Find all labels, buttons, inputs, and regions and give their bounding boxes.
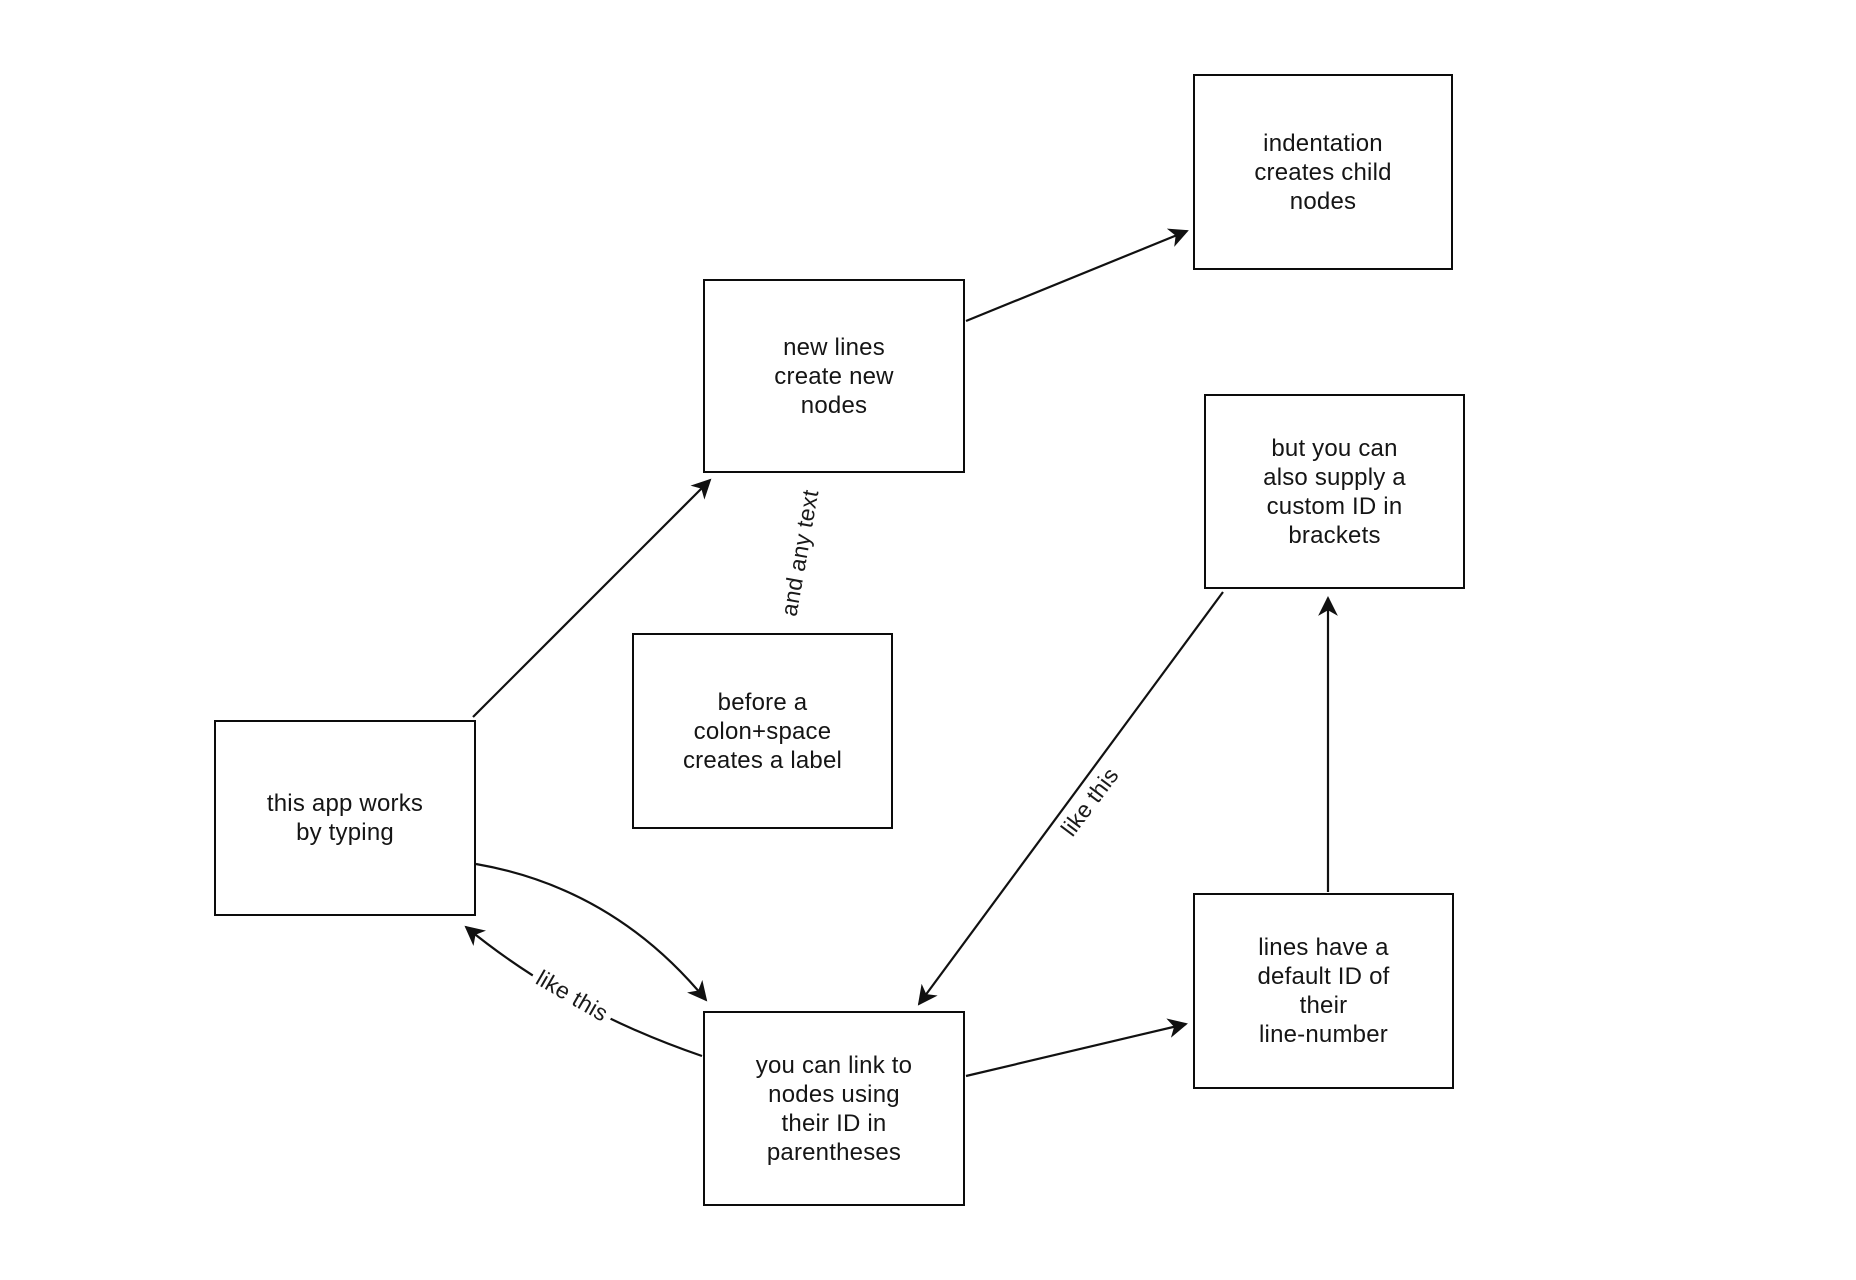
node-but-you-can-supply-custom-id[interactable]: but you can also supply a custom ID in b… [1204, 394, 1465, 589]
node-indentation-creates-child-nodes[interactable]: indentation creates child nodes [1193, 74, 1453, 270]
node-you-can-link-to-nodes[interactable]: you can link to nodes using their ID in … [703, 1011, 965, 1206]
edge-newlines-to-indentation [965, 228, 1189, 323]
node-label: indentation creates child nodes [1254, 129, 1392, 215]
edge-label-like-this-custom: like this [1052, 758, 1128, 846]
edge-thisapp-to-youcanlink [475, 862, 708, 1002]
edge-butyoucan-to-youcanlink [917, 591, 1224, 1006]
edge-label-like-this-return: like this [526, 962, 618, 1030]
node-label: new lines create new nodes [774, 333, 894, 419]
edge-label-and-any-text: and any text [774, 482, 826, 624]
node-before-colon-space-creates-label[interactable]: before a colon+space creates a label [632, 633, 893, 829]
node-this-app-works-by-typing[interactable]: this app works by typing [214, 720, 476, 916]
node-label: you can link to nodes using their ID in … [755, 1051, 913, 1166]
node-label: before a colon+space creates a label [682, 688, 843, 774]
node-new-lines-create-new-nodes[interactable]: new lines create new nodes [703, 279, 965, 473]
node-label: but you can also supply a custom ID in b… [1263, 434, 1406, 549]
node-label: this app works by typing [266, 790, 424, 846]
edge-youcanlink-to-lineshave [965, 1018, 1188, 1078]
node-label: lines have a default ID of their line-nu… [1257, 934, 1390, 1048]
node-lines-have-default-id[interactable]: lines have a default ID of their line-nu… [1193, 893, 1454, 1089]
